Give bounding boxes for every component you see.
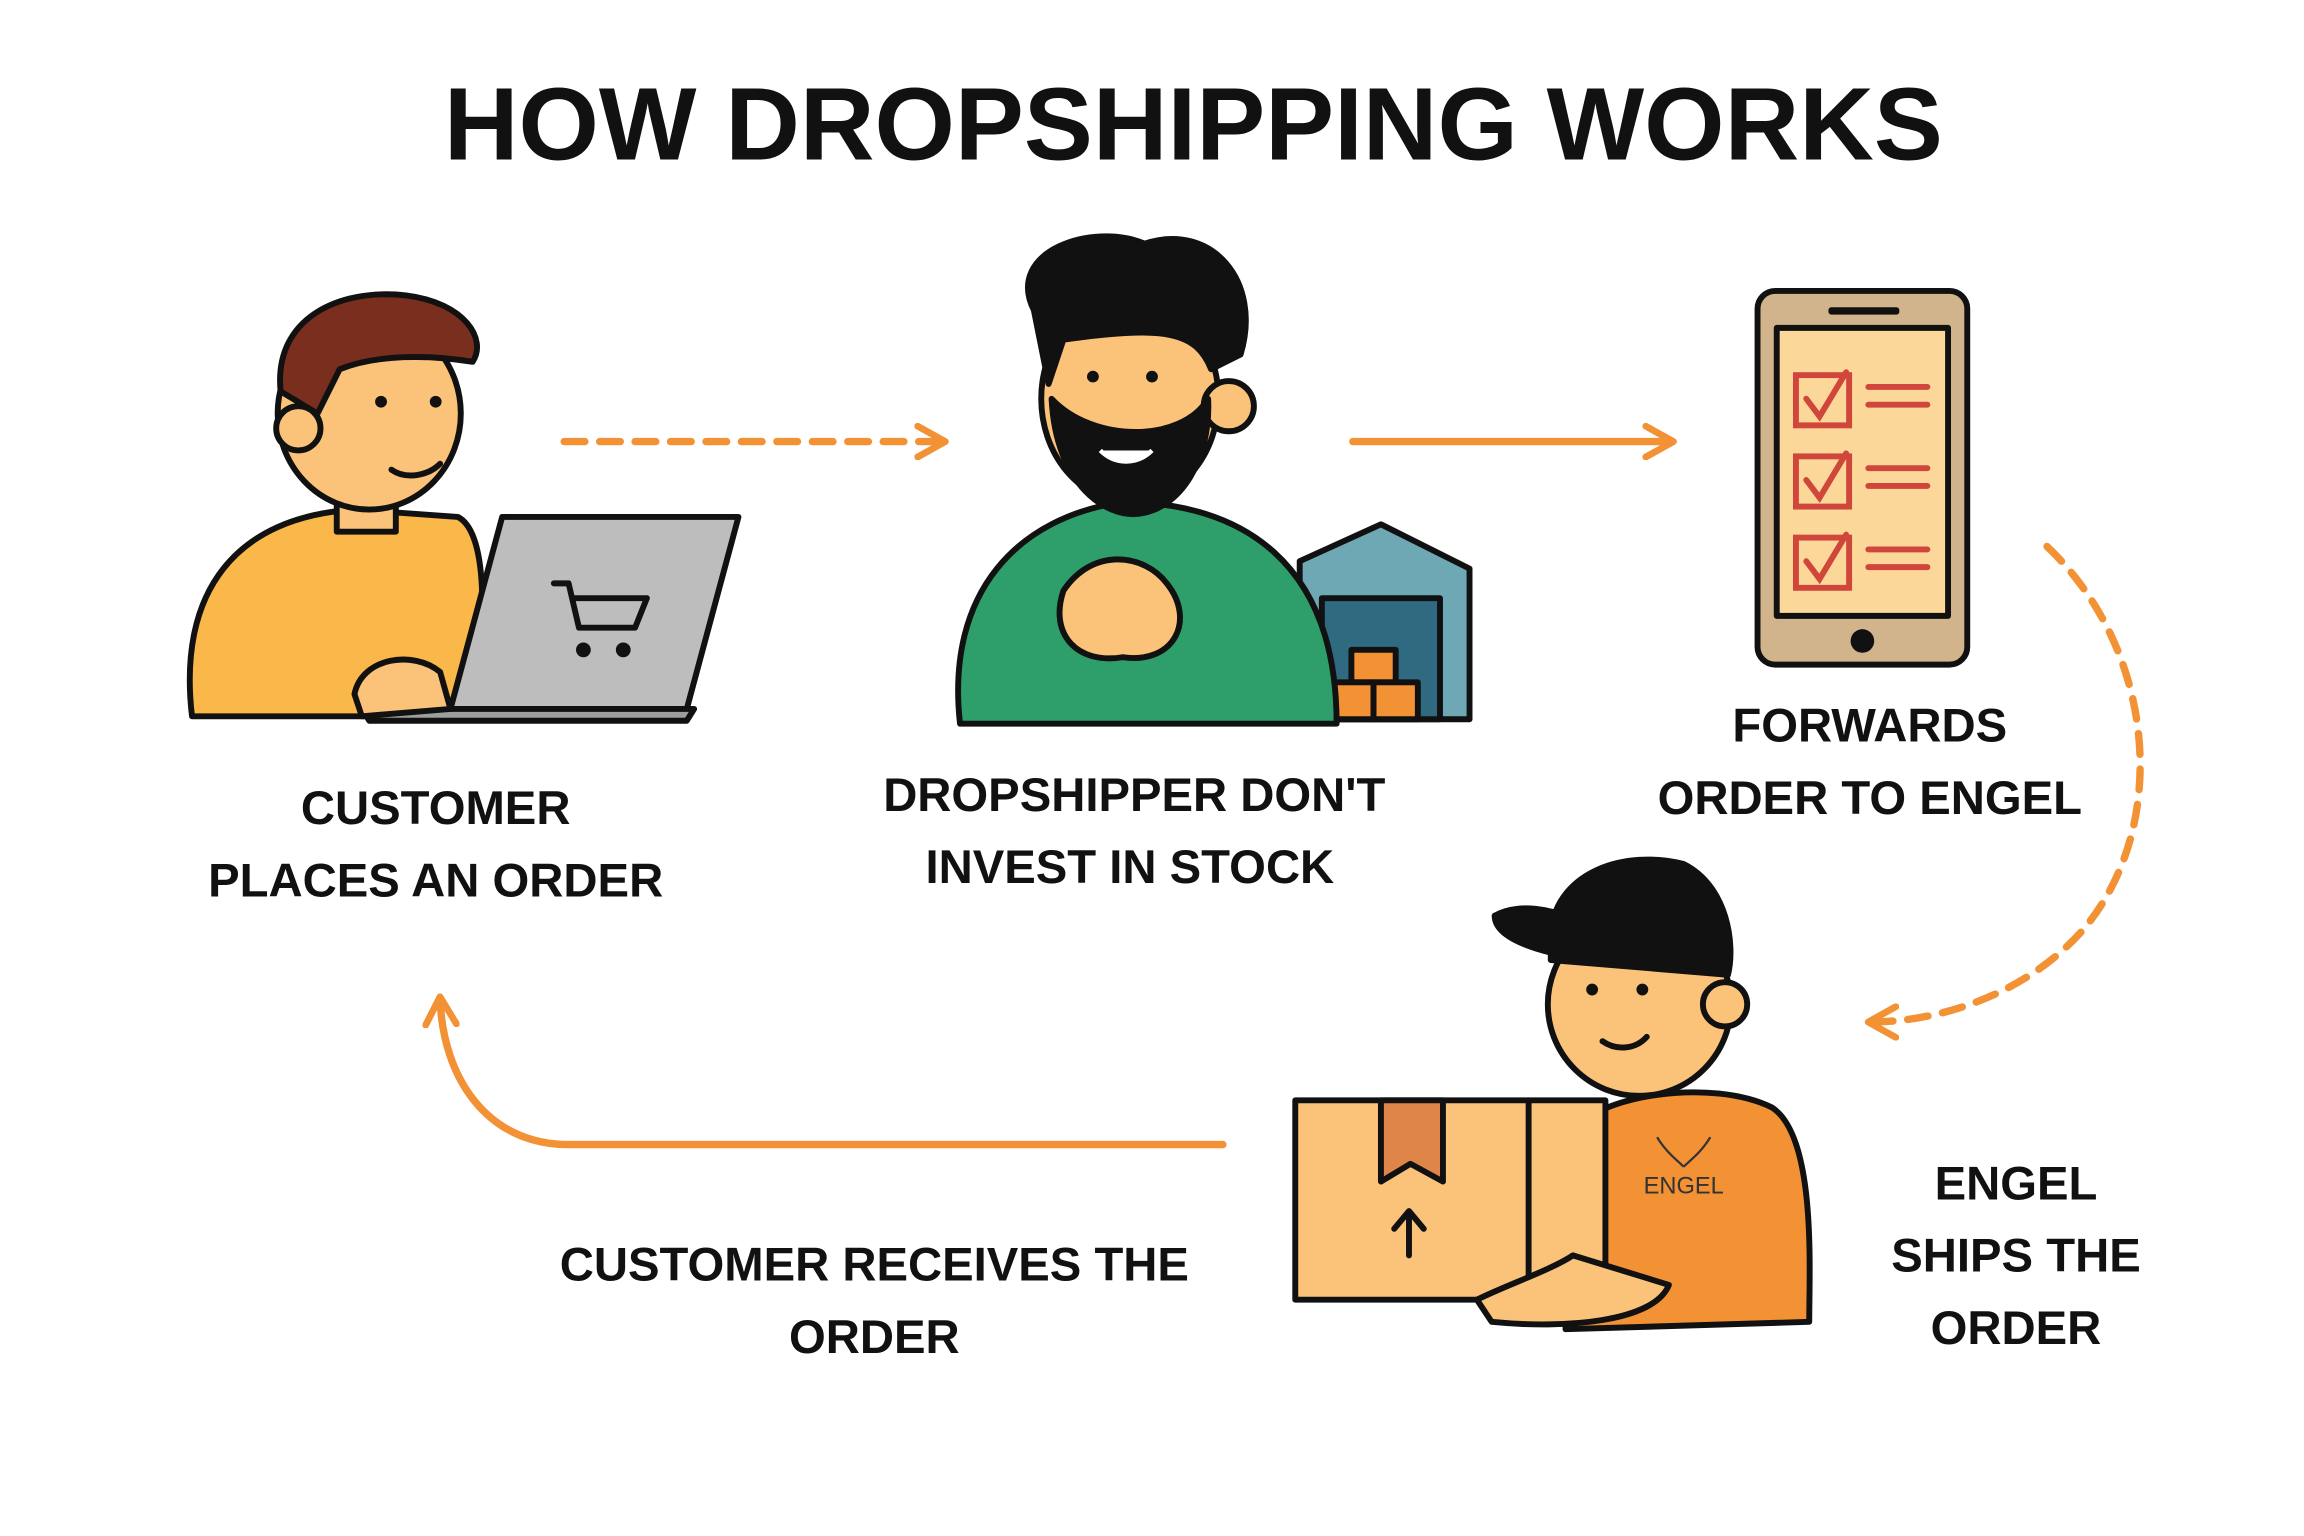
phone-checklist-icon <box>1754 288 1971 668</box>
step4-label-line3: ORDER <box>1931 1302 2102 1355</box>
step3-label-line1: FORWARDS <box>1732 699 2007 752</box>
step2-label-line1: DROPSHIPPER DON'T <box>883 769 1385 822</box>
engel-logo: ENGEL <box>1644 1173 1724 1199</box>
page-title: HOW DROPSHIPPING WORKS <box>444 66 1943 182</box>
customer-laptop-icon <box>186 291 742 724</box>
step1-label-line1: CUSTOMER <box>301 782 571 835</box>
step5-label-line1: CUSTOMER RECEIVES THE <box>560 1238 1189 1291</box>
arrow-phone-to-courier <box>1871 542 2144 1022</box>
dropshipper-warehouse-icon <box>955 233 1473 727</box>
step4-label-line1: ENGEL <box>1935 1157 2098 1210</box>
step5-label-line2: ORDER <box>789 1311 960 1364</box>
arrow-courier-to-customer <box>440 1000 1227 1149</box>
step3-label-line2: ORDER TO ENGEL <box>1658 772 2082 825</box>
step1-label-line2: PLACES AN ORDER <box>208 854 663 907</box>
courier-box-icon: ENGEL <box>1292 856 1813 1333</box>
step4-label-line2: SHIPS THE <box>1891 1230 2140 1283</box>
step2-label-line2: INVEST IN STOCK <box>926 841 1335 894</box>
